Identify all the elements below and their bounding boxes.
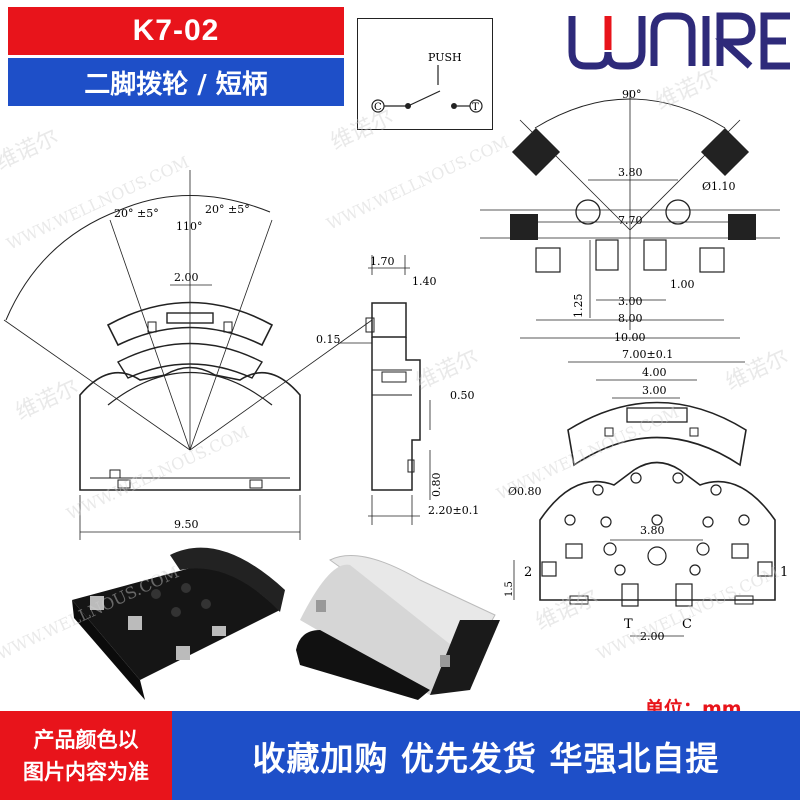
dim-pitch-bottom: 3.80 xyxy=(640,524,665,537)
angle-total: 110° xyxy=(176,220,203,233)
watermark-cn-2: 维诺尔 xyxy=(327,105,397,156)
dim-mid: 8.00 xyxy=(618,312,643,325)
dim-width: 9.50 xyxy=(174,518,199,531)
dim-pin-pitch: 2.00 xyxy=(640,630,665,643)
dim-total: 7.00±0.1 xyxy=(622,348,673,361)
watermark-en-6: WWW.WELLNOUS.COM xyxy=(594,562,782,663)
push-label: PUSH xyxy=(428,51,462,64)
color-notice-line1: 产品颜色以 xyxy=(33,727,139,752)
watermark-cn-6: 维诺尔 xyxy=(722,345,792,396)
dim-pin: 1.5 xyxy=(504,581,515,597)
switch-schematic: PUSH C T xyxy=(357,18,493,130)
product-subtitle: 二脚拨轮 / 短柄 xyxy=(8,58,344,106)
dim-span: 7.70 xyxy=(618,214,643,227)
dim-hole: Ø1.10 xyxy=(702,180,736,193)
watermark-cn-3: 维诺尔 xyxy=(652,65,722,116)
dim-top2: 3.00 xyxy=(642,384,667,397)
hatched-pads xyxy=(510,127,756,240)
watermark-en-1: WWW.WELLNOUS.COM xyxy=(4,152,192,253)
watermark-cn-7: 维诺尔 xyxy=(532,585,602,636)
color-notice: 产品颜色以 图片内容为准 xyxy=(0,711,172,800)
angle-right: 20° ±5° xyxy=(205,203,250,216)
bottom-view xyxy=(513,361,776,637)
brand-logo xyxy=(568,12,790,70)
dim-depth: 2.20±0.1 xyxy=(428,504,479,517)
dim-pad-h: 1.25 xyxy=(572,294,585,319)
pin-1: 1 xyxy=(780,565,788,580)
watermark-en-3: WWW.WELLNOUS.COM xyxy=(64,422,252,523)
model-title: K7-02 xyxy=(8,7,344,55)
front-view xyxy=(3,170,373,540)
dim-outer: 10.00 xyxy=(614,331,646,344)
dim-inner: 3.00 xyxy=(618,295,643,308)
dim-right: 1.40 xyxy=(412,275,437,288)
angle-left: 20° ±5° xyxy=(114,207,159,220)
watermark-cn-1: 维诺尔 xyxy=(0,125,62,176)
dim-hole-bottom: Ø0.80 xyxy=(508,485,542,498)
dim-pitch: 3.80 xyxy=(618,166,643,179)
watermark-cn-5: 维诺尔 xyxy=(412,345,482,396)
watermark-cn-4: 维诺尔 xyxy=(12,375,82,426)
product-photo-right xyxy=(296,555,500,700)
dim-top: 1.70 xyxy=(370,255,395,268)
dim-slot: 2.00 xyxy=(174,271,199,284)
dim-height: 0.80 xyxy=(430,473,443,498)
angle-90: 90° xyxy=(622,88,642,101)
terminal-c: C xyxy=(374,102,382,113)
color-notice-line2: 图片内容为准 xyxy=(23,759,149,784)
dim-gap: 0.15 xyxy=(316,333,341,346)
dim-top1: 4.00 xyxy=(642,366,667,379)
watermark-en-4: WWW.WELLNOUS.COM xyxy=(494,402,682,503)
dim-step: 0.50 xyxy=(450,389,475,402)
terminal-t: T xyxy=(472,102,479,113)
pin-2: 2 xyxy=(524,565,532,580)
pin-c: C xyxy=(682,617,692,632)
product-photo-left xyxy=(72,547,285,700)
promo-banner: 收藏加购 优先发货 华强北自提 xyxy=(172,711,800,800)
pin-t: T xyxy=(624,617,633,632)
dim-pad-w: 1.00 xyxy=(670,278,695,291)
side-view xyxy=(338,255,431,525)
